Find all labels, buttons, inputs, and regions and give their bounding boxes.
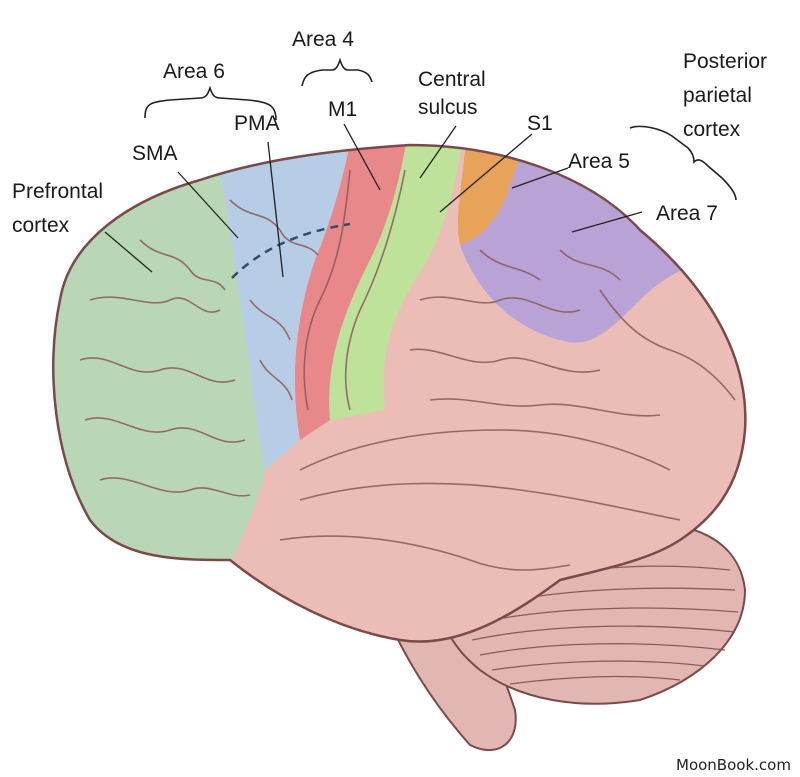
- posterior-parietal-label-line2: parietal: [683, 84, 752, 107]
- prefrontal-label-line2: cortex: [12, 214, 70, 237]
- m1-label: M1: [328, 98, 357, 121]
- area4-label: Area 4: [292, 28, 354, 51]
- area7-pointer: [571, 211, 643, 233]
- m1-pointer: [343, 123, 381, 191]
- area6-dashed-boundary: [231, 222, 351, 279]
- area6-brace: [144, 85, 277, 121]
- area5-label: Area 5: [568, 150, 630, 173]
- braces: [144, 57, 737, 201]
- area5-pointer: [511, 167, 569, 189]
- central-sulcus-label-line1: Central: [418, 68, 486, 91]
- central-sulcus-label-line2: sulcus: [418, 96, 478, 119]
- posterior-parietal-label-line3: cortex: [683, 118, 741, 141]
- s1-label: S1: [527, 112, 553, 135]
- brain-outline: [52, 143, 747, 643]
- s1-region: [329, 145, 470, 420]
- gyri-lines: [79, 169, 736, 571]
- m1-region: [295, 145, 420, 440]
- s1-pointer: [439, 133, 533, 213]
- watermark: MoonBook.com: [676, 756, 791, 774]
- prefrontal-region: [53, 145, 268, 640]
- area7-label: Area 7: [656, 202, 718, 225]
- pma-label: PMA: [234, 112, 280, 135]
- area6-label: Area 6: [163, 60, 225, 83]
- posterior-parietal-brace: [629, 125, 737, 201]
- sma-label: SMA: [132, 142, 178, 165]
- area5-region: [457, 145, 560, 245]
- central-sulcus-pointer: [419, 125, 457, 179]
- prefrontal-pointer: [104, 231, 153, 273]
- sma-pointer: [177, 171, 239, 239]
- posterior-parietal-label-line1: Posterior: [683, 50, 767, 73]
- area4-brace: [301, 57, 373, 87]
- pma-pointer: [267, 141, 284, 278]
- area6-region: [200, 145, 370, 470]
- prefrontal-label-line1: Prefrontal: [12, 180, 103, 203]
- pointer-lines: [104, 123, 643, 278]
